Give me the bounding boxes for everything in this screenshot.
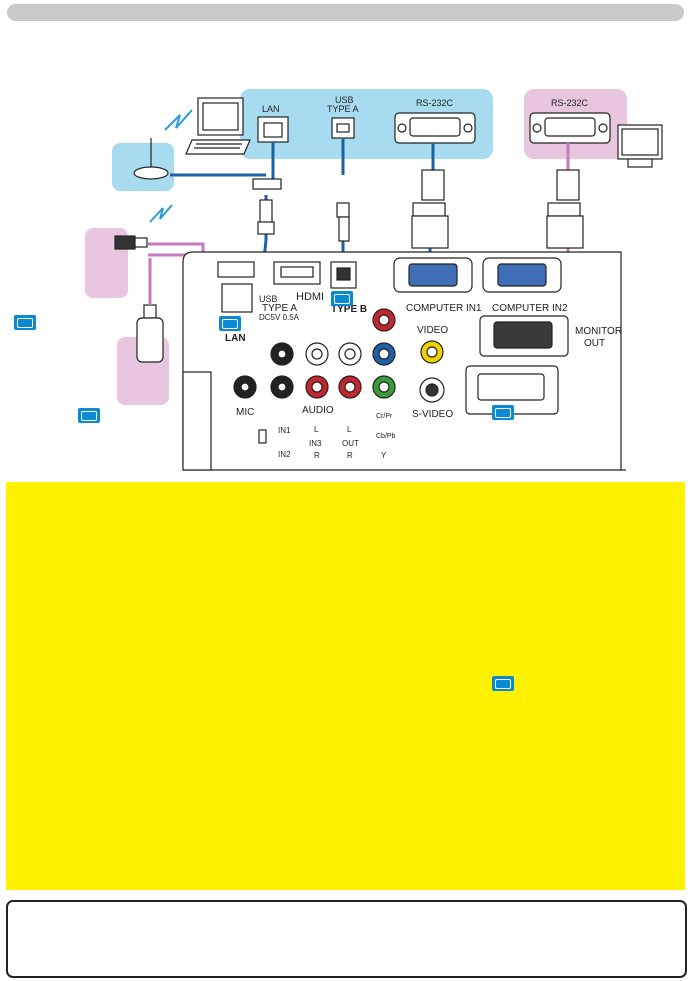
label-l-in3: L xyxy=(314,425,319,434)
label-s-video: S-VIDEO xyxy=(412,409,453,420)
rs232-plug-left xyxy=(412,202,446,217)
book-icon[interactable] xyxy=(219,316,241,331)
access-point-icon xyxy=(133,138,169,180)
label-in3: IN3 xyxy=(309,439,322,448)
usb-memory-icon xyxy=(136,304,164,363)
label-audio: AUDIO xyxy=(302,405,334,416)
usb-wireless-adapter-icon xyxy=(114,235,148,250)
note-box xyxy=(6,900,687,978)
label-cr-pr: Cr/Pr xyxy=(376,413,393,420)
lan-top-label: LAN xyxy=(262,104,280,114)
connection-diagram: LAN USB TYPE A RS-232C RS-232C xyxy=(85,89,663,471)
label-mic: MIC xyxy=(236,407,254,418)
panel-usb-a-port xyxy=(217,261,255,278)
label-computer-in2: COMPUTER IN2 xyxy=(492,303,568,314)
wireless-icon xyxy=(149,109,193,223)
description-area xyxy=(6,482,685,890)
access-point-area xyxy=(112,143,174,191)
panel-lan: LAN xyxy=(225,333,246,344)
label-in2: IN2 xyxy=(278,450,291,459)
panel-type-b: TYPE B xyxy=(331,304,367,315)
label-out: OUT xyxy=(342,439,359,448)
label-computer-in1: COMPUTER IN1 xyxy=(406,303,482,314)
panel-usb-label: USB xyxy=(259,294,278,304)
book-icon[interactable] xyxy=(331,291,353,306)
panel-switch xyxy=(258,429,267,444)
rs232-plug-right xyxy=(547,202,581,217)
panel-type-a: TYPE A xyxy=(262,303,297,314)
label-r-out: R xyxy=(347,451,353,460)
computer-icon xyxy=(185,97,251,155)
label-y: Y xyxy=(381,451,387,460)
label-video: VIDEO xyxy=(417,325,448,336)
label-l-out: L xyxy=(347,425,352,434)
usb-plug xyxy=(336,202,350,218)
label-r-in3: R xyxy=(314,451,320,460)
book-icon[interactable] xyxy=(78,408,100,423)
panel-power-rating: DC5V 0.5A xyxy=(259,313,300,322)
book-icon[interactable] xyxy=(14,315,36,330)
header-bar xyxy=(7,4,684,21)
book-icon[interactable] xyxy=(492,405,514,420)
top-port-connectors xyxy=(257,112,611,144)
lan-plug-1 xyxy=(252,178,282,190)
rs232c-right-label: RS-232C xyxy=(551,98,589,108)
book-icon[interactable] xyxy=(492,676,514,691)
cable-plugs xyxy=(252,169,584,249)
monitor-icon xyxy=(617,124,663,168)
panel-hdmi: HDMI xyxy=(296,291,324,303)
label-monitor-2: OUT xyxy=(584,338,605,349)
label-cb-pb: Cb/Pb xyxy=(376,433,396,440)
label-monitor-1: MONITOR xyxy=(575,326,622,337)
panel-lan-port xyxy=(221,283,253,313)
usb-top-label-1: USB xyxy=(335,95,354,105)
lan-plug-2 xyxy=(259,199,273,225)
label-in1: IN1 xyxy=(278,426,291,435)
rs232c-left-label: RS-232C xyxy=(416,98,454,108)
usb-top-label-2: TYPE A xyxy=(327,104,359,114)
projector-panel xyxy=(182,251,626,471)
